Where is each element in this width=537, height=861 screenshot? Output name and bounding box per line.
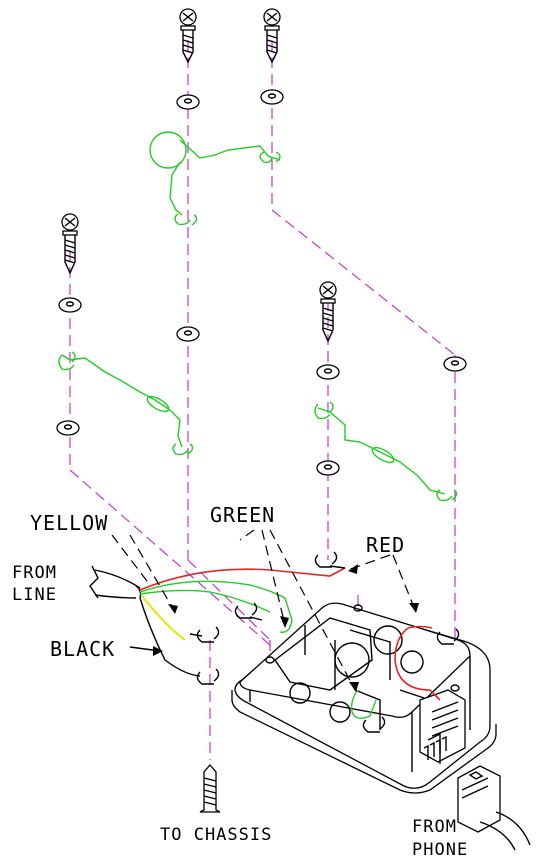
- label-yellow: YELLOW: [30, 511, 108, 535]
- screw-left: [61, 213, 79, 275]
- leader-lines: [111, 529, 419, 692]
- screw-chassis: [199, 764, 221, 813]
- label-red: RED: [366, 533, 405, 557]
- spring-contact-right: [314, 401, 458, 502]
- label-from-line-1: FROM: [12, 563, 57, 583]
- spring-contact-left: [58, 351, 194, 456]
- screw-top-right: [263, 8, 281, 64]
- label-from-phone-2: PHONE: [412, 840, 468, 860]
- line-cable: [89, 565, 142, 599]
- rj-plug-cable: [457, 765, 531, 851]
- wires: [139, 567, 441, 719]
- spring-contact-top: [149, 131, 281, 226]
- label-from-phone-1: FROM: [412, 817, 457, 837]
- label-from-line-2: LINE: [12, 585, 57, 605]
- label-to-chassis: TO CHASSIS: [160, 825, 272, 845]
- jack-housing: [231, 602, 497, 794]
- spade-terminals: [189, 551, 460, 733]
- washers: [56, 89, 467, 476]
- label-black: BLACK: [50, 637, 115, 661]
- screw-right: [319, 281, 337, 343]
- labels: YELLOW GREEN RED FROM LINE BLACK TO CHAS…: [12, 503, 468, 860]
- screw-top-left: [179, 8, 197, 64]
- label-green: GREEN: [210, 503, 275, 527]
